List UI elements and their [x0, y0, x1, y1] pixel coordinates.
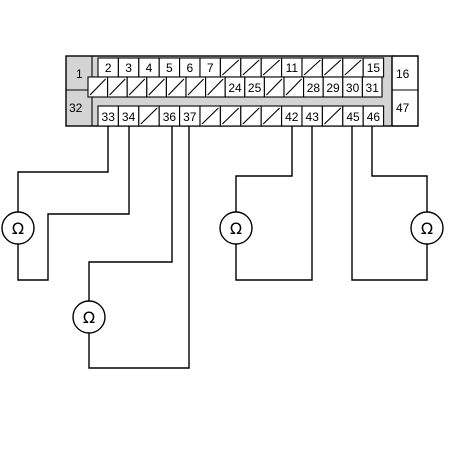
pin-label-1: 1 [76, 67, 83, 81]
pin-label-25: 25 [248, 81, 262, 95]
wire-46 [371, 126, 428, 212]
blank-cavity-mark [187, 78, 204, 96]
pin-label-33: 33 [102, 110, 116, 124]
blank-cavity-mark [242, 59, 260, 76]
pin-cavity-31 [361, 76, 383, 98]
blank-cavity-mark [89, 78, 106, 96]
pin-label-34: 34 [122, 110, 136, 124]
blank-cavity-mark [207, 78, 224, 96]
pin-label-5: 5 [166, 61, 173, 75]
wire-37 [88, 126, 190, 369]
blank-cavity-mark [303, 59, 321, 76]
blank-cavity-mark [168, 78, 185, 96]
blank-cavity-mark [109, 78, 126, 96]
ohmmeter-3: Ω [219, 211, 253, 245]
pin-label-6: 6 [186, 61, 193, 75]
blank-cavity-mark [128, 78, 146, 96]
ohmmeter-1: Ω [1, 211, 35, 245]
wiring [17, 126, 428, 369]
blank-cavity-mark [285, 78, 302, 96]
pin-label-43: 43 [306, 110, 320, 124]
pin-label-29: 29 [326, 81, 340, 95]
blank-cavity-mark [324, 59, 342, 76]
ohm-icon: Ω [421, 219, 433, 238]
blank-cavity-mark [140, 107, 158, 125]
blank-cavity-mark [262, 59, 280, 76]
blank-cavity-mark [201, 107, 219, 125]
pin-label-2: 2 [105, 61, 112, 75]
wire-42 [235, 126, 293, 212]
pin-label-11: 11 [286, 61, 299, 75]
blank-cavity-mark [242, 107, 260, 125]
wire-33 [17, 126, 109, 212]
blank-cavity-mark [324, 107, 342, 125]
pin-label-42: 42 [285, 110, 299, 124]
pin-label-15: 15 [367, 61, 381, 75]
pin-label-24: 24 [228, 81, 242, 95]
ohm-icon: Ω [12, 219, 24, 238]
ohmmeter-2: Ω [72, 300, 106, 334]
blank-cavity-mark [266, 78, 283, 96]
blank-cavity-mark [222, 107, 240, 125]
pin-label-7: 7 [207, 61, 214, 75]
pin-label-47: 47 [396, 101, 410, 115]
ohm-icon: Ω [230, 219, 242, 238]
wire-34 [17, 126, 130, 281]
pin-label-28: 28 [307, 81, 321, 95]
ohm-icon: Ω [83, 308, 95, 327]
ohmmeter-4: Ω [410, 211, 444, 245]
blank-cavity-mark [262, 107, 280, 125]
pin-label-31: 31 [366, 81, 380, 95]
pin-label-45: 45 [346, 110, 360, 124]
wire-43 [235, 126, 313, 281]
pin-label-4: 4 [146, 61, 153, 75]
pin-label-30: 30 [346, 81, 360, 95]
pin-label-46: 46 [367, 110, 381, 124]
pin-label-3: 3 [125, 61, 132, 75]
pin-label-36: 36 [163, 110, 177, 124]
pin-cavity-46 [362, 105, 385, 127]
wire-36 [88, 126, 173, 301]
blank-cavity-mark [222, 59, 240, 76]
wire-45 [351, 126, 428, 281]
blank-cavity-mark [344, 59, 362, 76]
pin-label-37: 37 [183, 110, 197, 124]
pin-label-32: 32 [69, 101, 83, 115]
blank-cavity-mark [148, 78, 165, 96]
pin-label-16: 16 [396, 67, 410, 81]
